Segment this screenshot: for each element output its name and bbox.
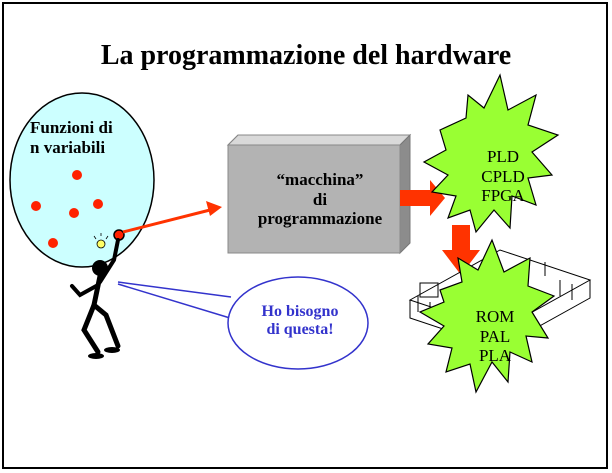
devices-bottom-label: ROM PAL PLA: [465, 307, 525, 366]
functions-ellipse: [9, 92, 155, 268]
functions-label: Funzioni di n variabili: [30, 118, 160, 157]
machine-label-line3: programmazione: [257, 209, 383, 229]
function-dot: [31, 201, 41, 211]
function-dot: [48, 238, 58, 248]
speech-bubble: [117, 276, 369, 370]
slide-title: La programmazione del hardware: [100, 40, 512, 71]
device-pld: PLD: [486, 147, 520, 166]
device-rom: ROM: [475, 307, 515, 326]
device-pla: PLA: [478, 346, 512, 366]
thinking-person: [70, 238, 121, 359]
machine-label-line2: di: [312, 189, 328, 209]
star-top: [422, 73, 560, 234]
output-arrow: [400, 180, 445, 216]
speech-text-line1: Ho bisogno: [261, 303, 339, 320]
function-dot: [69, 208, 79, 218]
device-pal: PAL: [479, 326, 511, 346]
function-dot: [93, 199, 103, 209]
speech-text-line2: di questa!: [266, 321, 334, 339]
down-arrow: [442, 225, 480, 275]
selection-arrowhead: [206, 201, 222, 216]
device-fpga: FPGA: [481, 186, 525, 206]
device-cpld: CPLD: [481, 166, 525, 186]
speech-text: Ho bisogno di questa!: [240, 303, 360, 340]
function-dot: [72, 170, 82, 180]
functions-label-line2: n variabili: [30, 137, 106, 157]
selection-arrow: [122, 208, 211, 234]
devices-top-label: PLD CPLD FPGA: [473, 147, 533, 206]
functions-label-line1: Funzioni di: [30, 118, 113, 137]
machine-label-line1: “macchina”: [276, 170, 364, 189]
lightbulb-icon: [93, 233, 109, 249]
machine-label: “macchina” di programmazione: [245, 170, 395, 229]
star-bottom: [418, 238, 556, 394]
machine-box: [226, 133, 412, 255]
